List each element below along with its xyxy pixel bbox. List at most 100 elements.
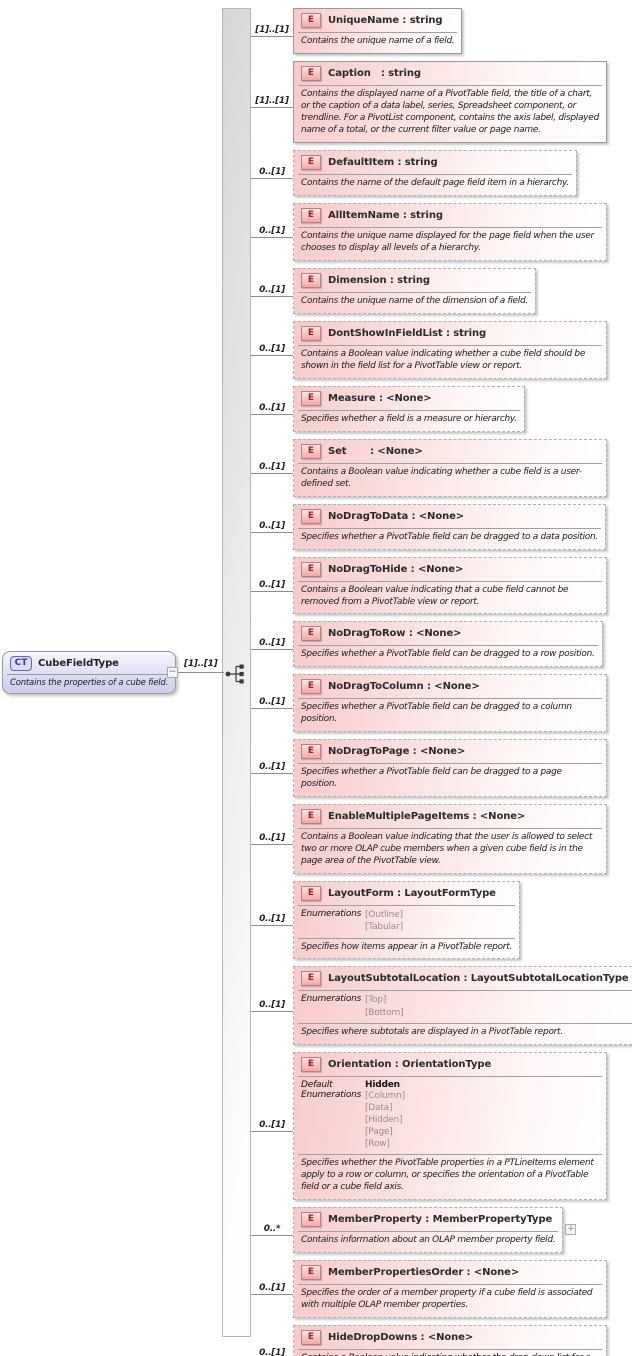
element-box-dontshowinfieldlist[interactable]: E DontShowInFieldList : string Contains … xyxy=(293,320,607,379)
element-header: E Orientation : OrientationType xyxy=(294,1053,606,1076)
element-box-set[interactable]: E Set : <None> Contains a Boolean value … xyxy=(293,438,607,497)
sequence-compositor-icon[interactable] xyxy=(224,663,248,685)
element-row: 0..[1] E MemberPropertiesOrder : <None> … xyxy=(251,1260,632,1319)
element-box-enablemultiplepageitems[interactable]: E EnableMultiplePageItems : <None> Conta… xyxy=(293,804,607,875)
element-box-allitemname[interactable]: E AllItemName : string Contains the uniq… xyxy=(293,202,607,261)
cardinality-label: 0..[1] xyxy=(259,225,285,236)
element-box-orientation[interactable]: E Orientation : OrientationType Default … xyxy=(293,1051,607,1201)
cardinality-label: 0..[1] xyxy=(259,1348,285,1356)
element-box-nodragtopage[interactable]: E NoDragToPage : <None> Specifies whethe… xyxy=(293,739,607,798)
collapse-icon[interactable]: − xyxy=(167,667,178,678)
cardinality-label: 0..[1] xyxy=(259,914,285,925)
element-box-nodragtorow[interactable]: E NoDragToRow : <None> Specifies whether… xyxy=(293,621,603,668)
element-badge-icon: E xyxy=(301,561,321,577)
element-header: E NoDragToData : <None> xyxy=(294,505,605,528)
element-badge-icon: E xyxy=(301,1212,321,1228)
element-label: MemberProperty : MemberPropertyType xyxy=(328,1214,553,1226)
element-label: Measure : <None> xyxy=(328,392,432,404)
element-connector: 0..[1] xyxy=(251,881,293,959)
element-box-defaultitem[interactable]: E DefaultItem : string Contains the name… xyxy=(293,149,577,196)
element-connector: 0..[1] xyxy=(251,1260,293,1318)
complex-type-badge-icon: CT xyxy=(10,656,32,671)
element-description: Specifies where subtotals are displayed … xyxy=(301,1026,563,1037)
element-box-memberproperty[interactable]: E MemberProperty : MemberPropertyType Co… xyxy=(293,1207,577,1254)
element-header: E Dimension : string xyxy=(294,269,535,292)
element-badge-icon: E xyxy=(301,508,321,524)
element-description: Contains a Boolean value indicating whet… xyxy=(301,348,586,371)
element-header: E HideDropDowns : <None> xyxy=(294,1326,606,1349)
element-connector: 0..* xyxy=(251,1207,293,1253)
element-row: 0..[1] E AllItemName : string Contains t… xyxy=(251,202,632,261)
element-header: E UniqueName : string xyxy=(294,9,461,32)
element-description: Specifies whether a field is a measure o… xyxy=(301,413,517,424)
complex-type-title: CubeFieldType xyxy=(38,658,119,669)
element-row: [1]..[1] E UniqueName : string Contains … xyxy=(251,8,632,54)
element-label: NoDragToRow : <None> xyxy=(328,628,462,640)
element-row: 0..[1] E NoDragToPage : <None> Specifies… xyxy=(251,739,632,798)
element-row: [1]..[1] E Caption : string Contains the… xyxy=(251,60,632,143)
cardinality-label: 0..[1] xyxy=(259,999,285,1010)
expand-icon[interactable]: + xyxy=(565,1224,577,1236)
element-box-nodragtohide[interactable]: E NoDragToHide : <None> Contains a Boole… xyxy=(293,556,607,615)
element-badge-icon: E xyxy=(301,1056,321,1072)
enumerations-facet-row: Enumerations [Column][Data][Hidden][Page… xyxy=(301,1090,599,1151)
element-box-memberpropertiesorder[interactable]: E MemberPropertiesOrder : <None> Specifi… xyxy=(293,1260,607,1319)
complex-type-box-cubefieldtype[interactable]: CT CubeFieldType Contains the properties… xyxy=(2,651,177,694)
element-header: E NoDragToHide : <None> xyxy=(294,558,606,581)
divider xyxy=(298,828,602,830)
enumeration-value: [Tabular] xyxy=(365,922,403,933)
element-box-layoutsubtotallocation[interactable]: E LayoutSubtotalLocation : LayoutSubtota… xyxy=(293,966,632,1045)
element-header: E NoDragToPage : <None> xyxy=(294,740,606,763)
element-row: 0..[1] E Orientation : OrientationType D… xyxy=(251,1051,632,1201)
element-label: NoDragToData : <None> xyxy=(328,510,465,522)
element-connector: 0..[1] xyxy=(251,1325,293,1356)
element-box-uniquename[interactable]: E UniqueName : string Contains the uniqu… xyxy=(293,8,463,54)
divider xyxy=(298,763,602,765)
element-badge-icon: E xyxy=(301,971,321,987)
element-badge-icon: E xyxy=(301,1265,321,1281)
divider xyxy=(298,226,602,228)
divider xyxy=(7,674,172,675)
element-box-caption[interactable]: E Caption : string Contains the displaye… xyxy=(293,60,607,143)
cardinality-label: 0..[1] xyxy=(259,1120,285,1131)
element-row: 0..[1] E NoDragToColumn : <None> Specifi… xyxy=(251,674,632,733)
element-row: 0..[1] E EnableMultiplePageItems : <None… xyxy=(251,804,632,875)
element-box-hidedropdowns[interactable]: E HideDropDowns : <None> Contains a Bool… xyxy=(293,1325,607,1356)
divider xyxy=(298,84,602,86)
enumeration-values: [Column][Data][Hidden][Page][Row] xyxy=(365,1090,405,1151)
element-description: Contains the unique name displayed for t… xyxy=(301,230,594,253)
enumeration-value: [Hidden] xyxy=(365,1115,403,1125)
enumerations-facet-row: Enumerations [Outline][Tabular] xyxy=(301,909,512,933)
element-row: 0..[1] E NoDragToHide : <None> Contains … xyxy=(251,556,632,615)
element-box-measure[interactable]: E Measure : <None> Specifies whether a f… xyxy=(293,385,525,432)
cardinality-label: 0..[1] xyxy=(259,762,285,773)
element-box-nodragtodata[interactable]: E NoDragToData : <None> Specifies whethe… xyxy=(293,503,606,550)
enumeration-values: [Outline][Tabular] xyxy=(365,909,403,933)
divider xyxy=(298,905,515,907)
default-value: Hidden xyxy=(365,1079,400,1090)
element-badge-icon: E xyxy=(301,13,321,28)
divider xyxy=(298,173,572,175)
element-box-nodragtocolumn[interactable]: E NoDragToColumn : <None> Specifies whet… xyxy=(293,674,607,733)
element-badge-icon: E xyxy=(301,809,321,825)
cardinality-label: 0..[1] xyxy=(259,579,285,590)
element-connector: 0..[1] xyxy=(251,504,293,550)
enumeration-value: [Column] xyxy=(365,1090,405,1101)
divider xyxy=(298,1284,602,1286)
element-box-dimension[interactable]: E Dimension : string Contains the unique… xyxy=(293,267,536,314)
divider xyxy=(298,990,632,992)
element-row: 0..[1] E LayoutSubtotalLocation : Layout… xyxy=(251,966,632,1045)
element-label: NoDragToPage : <None> xyxy=(328,746,466,758)
element-label: NoDragToHide : <None> xyxy=(328,563,464,575)
connector-line xyxy=(251,773,293,775)
element-label: UniqueName : string xyxy=(328,15,443,26)
connector-line xyxy=(251,35,293,37)
element-connector: 0..[1] xyxy=(251,739,293,797)
element-row: 0..[1] E NoDragToData : <None> Specifies… xyxy=(251,503,632,550)
cardinality-label: 0..[1] xyxy=(259,461,285,472)
enumerations-caption: Enumerations xyxy=(301,909,362,920)
element-badge-icon: E xyxy=(301,390,321,406)
element-connector: [1]..[1] xyxy=(251,8,293,54)
element-description: Contains the displayed name of a PivotTa… xyxy=(301,88,599,135)
element-box-layoutform[interactable]: E LayoutForm : LayoutFormType Enumeratio… xyxy=(293,881,520,960)
